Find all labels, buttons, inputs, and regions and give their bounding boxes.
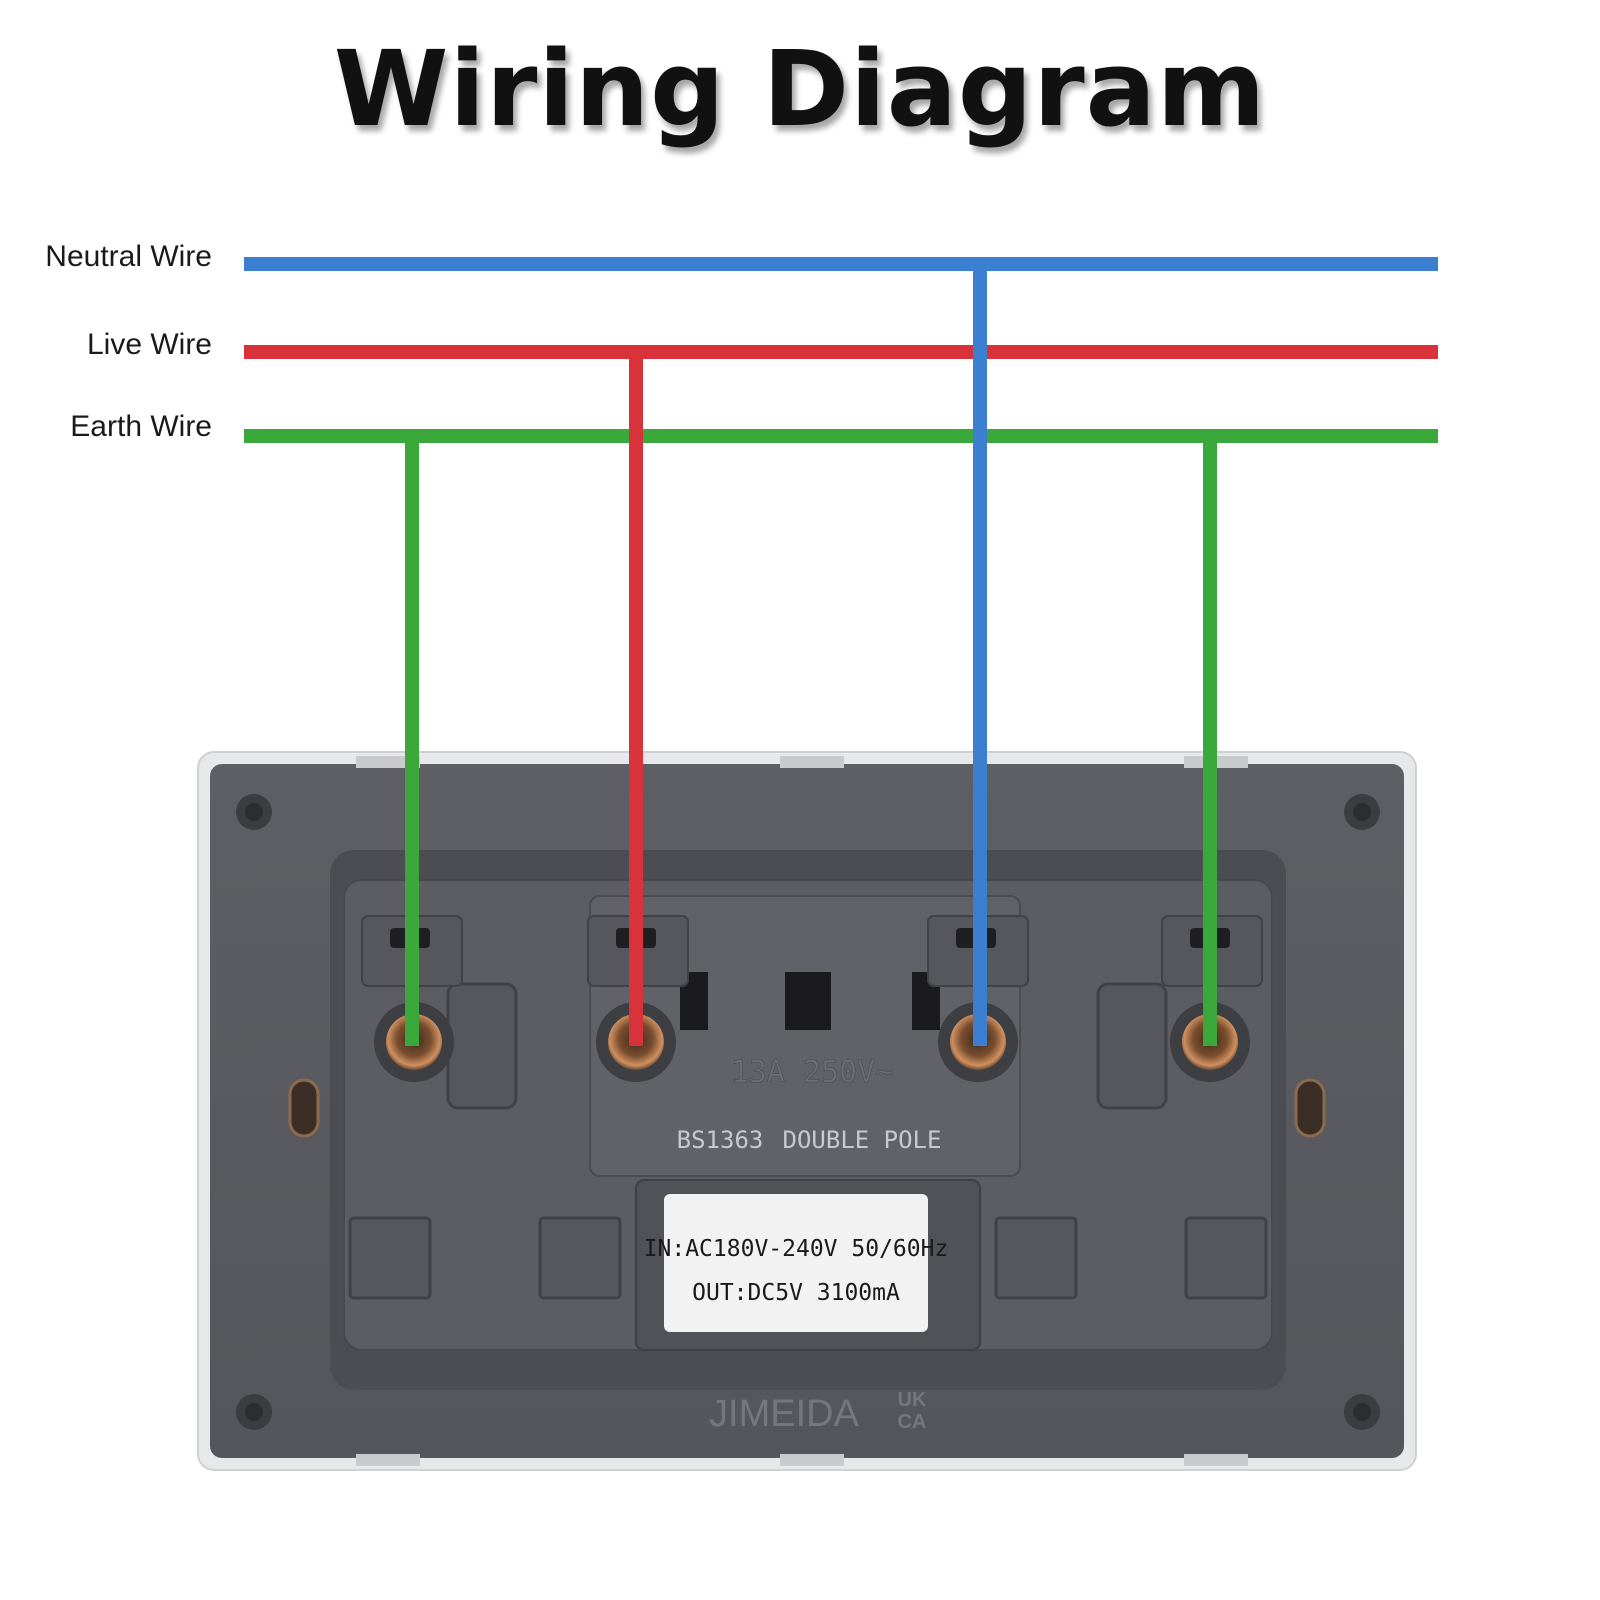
corner-screw — [1344, 1394, 1380, 1430]
module-clip — [1184, 1216, 1268, 1300]
earth-wire-label: Earth Wire — [70, 410, 212, 443]
plate-tab — [780, 756, 844, 768]
plate-tab — [1184, 1454, 1248, 1466]
brand-text: JIMEIDA — [709, 1393, 860, 1435]
spec-label — [664, 1194, 928, 1332]
corner-screw — [236, 794, 272, 830]
socket-back-plate: 13A 250V~ BS1363 DOUBLE POLE IN:AC180V-2… — [197, 751, 1417, 1471]
terminal-guard — [446, 982, 518, 1110]
plate-tab — [356, 756, 420, 768]
page-title: Wiring Diagram — [333, 28, 1267, 150]
spec-out-text: OUT:DC5V 3100mA — [692, 1280, 900, 1306]
module-clip — [994, 1216, 1078, 1300]
standard-text: BS1363 — [677, 1126, 764, 1154]
module-clip — [538, 1216, 622, 1300]
plate-tab — [356, 1454, 420, 1466]
live-wire-label: Live Wire — [86, 328, 212, 361]
spec-in-text: IN:AC180V-240V 50/60Hz — [644, 1236, 949, 1262]
rating-text: 13A 250V~ — [731, 1055, 894, 1090]
corner-screw — [1344, 794, 1380, 830]
pole-text: DOUBLE POLE — [783, 1126, 942, 1154]
neutral-wire-label: Neutral Wire — [45, 240, 212, 273]
mounting-slot — [1294, 1078, 1326, 1138]
plate-tab — [780, 1454, 844, 1466]
mounting-slot — [288, 1078, 320, 1138]
center-block — [589, 895, 1021, 1177]
ukca-mark-bottom: CA — [898, 1411, 927, 1433]
module-clip — [348, 1216, 432, 1300]
socket-hole — [785, 972, 831, 1030]
ukca-mark-top: UK — [898, 1389, 927, 1411]
corner-screw — [236, 1394, 272, 1430]
terminal-guard — [1096, 982, 1168, 1110]
